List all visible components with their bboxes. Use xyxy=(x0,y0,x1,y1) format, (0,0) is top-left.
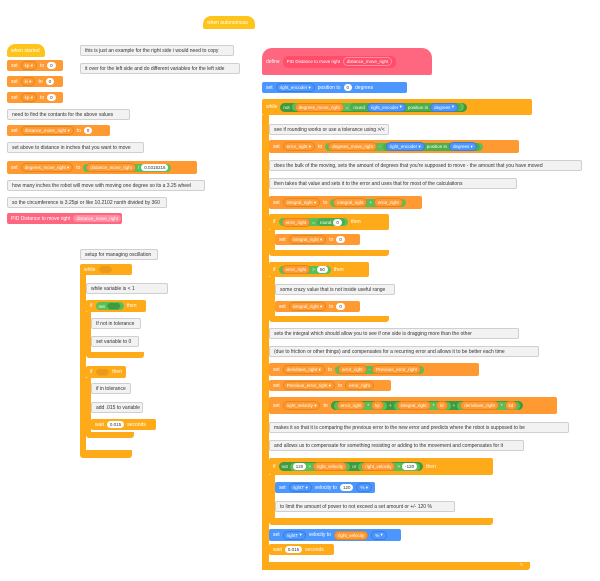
var-dropdown[interactable]: kp ▾ xyxy=(20,93,37,102)
if-cap xyxy=(86,352,144,358)
value-input[interactable]: 0 xyxy=(45,78,55,85)
if-cap xyxy=(86,432,134,438)
hat-label: when started xyxy=(11,47,40,54)
value-input[interactable]: 0 xyxy=(47,62,56,69)
var-dropdown[interactable]: degrees_move_right ▾ xyxy=(20,163,74,172)
comment-block[interactable]: set above to distance in inches that you… xyxy=(7,142,144,153)
comment-block[interactable]: if in tolerance xyxy=(91,383,131,394)
while-arm xyxy=(262,115,269,570)
comment-block[interactable]: then takes that value and sets it to the… xyxy=(269,178,517,189)
var-dropdown[interactable]: kp ▾ xyxy=(20,61,37,70)
if-arm xyxy=(269,230,275,251)
hat-label: when autonomous xyxy=(207,19,248,26)
comment-block[interactable]: need to find the contants for the above … xyxy=(7,109,130,120)
when-autonomous-hat[interactable]: when autonomous xyxy=(203,16,255,29)
if-arm xyxy=(269,475,275,521)
while-arm xyxy=(80,274,86,451)
condition-slot[interactable] xyxy=(98,266,113,273)
condition-slot[interactable] xyxy=(95,368,110,376)
if-arm xyxy=(269,277,275,317)
comment-block[interactable]: some crazy value that is not inside usef… xyxy=(275,284,395,295)
comment-block[interactable]: while variable is < 1 xyxy=(86,283,168,294)
while-cap xyxy=(262,562,530,570)
comment-block[interactable]: how many inches the robot will move with… xyxy=(7,180,205,191)
if-cap xyxy=(269,518,493,525)
if-arm xyxy=(86,312,91,354)
loop-arrow-icon: ↻ xyxy=(520,562,524,567)
var-dropdown[interactable]: distance_move_right ▾ xyxy=(20,126,74,135)
var-dropdown[interactable]: ki ▾ xyxy=(20,77,36,86)
multiply-operator[interactable]: distance_move_right/0.0318216 xyxy=(83,163,172,172)
define-name: PID Distance to move right distance_move… xyxy=(282,55,397,68)
when-started-hat[interactable]: when started xyxy=(7,44,45,57)
while-cap xyxy=(80,450,132,458)
comment-block[interactable]: does the bulk of the moving, sets the am… xyxy=(269,160,582,171)
comment-block[interactable]: makes it so that it is comparing the pre… xyxy=(269,422,569,433)
comment-block[interactable]: so the circumference is 3.25pi or like 1… xyxy=(7,197,167,208)
if-arm xyxy=(86,378,91,433)
value-input[interactable]: 0 xyxy=(47,94,56,101)
comment-block[interactable]: (due to friction or other things) and co… xyxy=(269,346,539,357)
not-operator[interactable]: not xyxy=(95,302,124,310)
comment-block[interactable]: set variable to 0 xyxy=(91,336,139,347)
comment-block[interactable]: see if rounding works or use a tolerance… xyxy=(269,124,389,135)
comment-block[interactable]: this is just an example for the right si… xyxy=(80,45,234,56)
comment-block[interactable]: sets the integral which should allow you… xyxy=(269,328,519,339)
comment-block[interactable]: setup for managing oscillation xyxy=(80,249,158,260)
if-cap xyxy=(269,316,389,322)
while-block[interactable]: while xyxy=(80,264,132,275)
comment-block[interactable]: and allows us to compensate for somethin… xyxy=(269,440,524,451)
comment-block[interactable]: to limit the amount of power to not exce… xyxy=(275,501,455,512)
if-cap xyxy=(269,250,389,256)
comment-block[interactable]: If not in tolerance xyxy=(91,318,141,329)
if-velocity-limit-block[interactable]: if not 120>right_velocity or right_veloc… xyxy=(269,458,493,475)
comment-block[interactable]: it over for the left side and do differe… xyxy=(80,63,240,74)
define-block[interactable]: define PID Distance to move right distan… xyxy=(262,48,432,75)
comment-block[interactable]: add .015 to variable xyxy=(91,402,143,413)
value-input[interactable]: 0 xyxy=(83,127,93,134)
